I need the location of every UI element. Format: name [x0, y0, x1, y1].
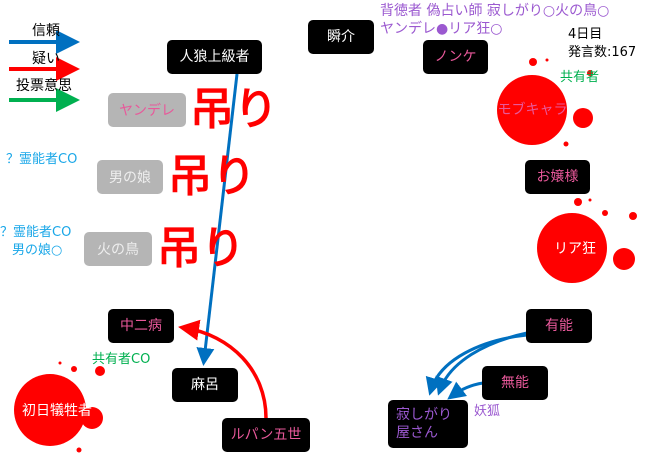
- node-munou[interactable]: 無能: [482, 366, 548, 400]
- node-chuunibyou[interactable]: 中二病: [108, 309, 174, 343]
- legend-doubt-label: 疑い: [32, 51, 60, 67]
- node-ojousama[interactable]: お嬢様: [525, 160, 590, 194]
- medium-co-note-2: ？霊能者CO: [0, 225, 72, 240]
- node-sabishigari[interactable]: 寂しがり屋さん: [388, 400, 468, 448]
- roles-line-2: ヤンデレ●リア狂○: [380, 21, 503, 37]
- legend-vote-label: 投票意思: [16, 78, 72, 94]
- node-hinotori-dead[interactable]: 火の鳥: [84, 232, 152, 266]
- trust-arrow-munou-to-sabishigari: [447, 381, 484, 400]
- trust-arrow-werewolf-to-maro: [196, 73, 239, 366]
- node-first-victim-dead[interactable]: 初日犠牲者: [22, 402, 92, 419]
- blood-splatter-riakyou: [537, 198, 637, 283]
- node-shunsuke[interactable]: 瞬介: [308, 20, 374, 54]
- mason-co-note: 共有者CO: [92, 352, 151, 367]
- medium-co-note-1: ？霊能者CO: [6, 152, 78, 167]
- node-riakyou-dead[interactable]: リア狂: [554, 240, 596, 257]
- hang-mark-1: 吊り: [190, 84, 278, 135]
- hang-mark-2: 吊り: [168, 151, 256, 202]
- otokonoko-white-note: 男の娘○: [12, 243, 63, 258]
- fox-note: 妖狐: [474, 404, 501, 419]
- node-mob-dead[interactable]: モブキャラ: [497, 101, 568, 118]
- node-yuunou[interactable]: 有能: [526, 309, 592, 343]
- node-lupin[interactable]: ルパン五世: [222, 418, 310, 452]
- node-werewolf-senior[interactable]: 人狼上級者: [167, 40, 262, 74]
- hang-mark-3: 吊り: [157, 223, 245, 274]
- node-nonke[interactable]: ノンケ: [423, 40, 488, 74]
- blood-splatter-mob: [497, 58, 593, 147]
- node-label: 男の娘: [109, 170, 151, 186]
- trust-arrow-yuunou-to-sabishigari-2: [435, 331, 528, 396]
- roles-line-1: 背徳者 偽占い師 寂しがり○火の鳥○: [380, 3, 610, 19]
- day-counter: 4日目: [568, 27, 603, 42]
- node-label: 火の鳥: [97, 242, 139, 258]
- node-otokonoko-dead[interactable]: 男の娘: [97, 160, 163, 194]
- blood-splatter-first-victim: [14, 361, 105, 453]
- post-count: 発言数:167: [568, 45, 637, 60]
- node-label: ヤンデレ: [119, 103, 175, 119]
- mason-note: 共有者: [560, 70, 600, 85]
- node-maro[interactable]: 麻呂: [172, 368, 238, 402]
- doubt-arrow-lupin-to-chuunibyou: [178, 319, 268, 419]
- node-yandere-dead[interactable]: ヤンデレ: [108, 93, 186, 127]
- legend-trust-label: 信頼: [32, 23, 60, 39]
